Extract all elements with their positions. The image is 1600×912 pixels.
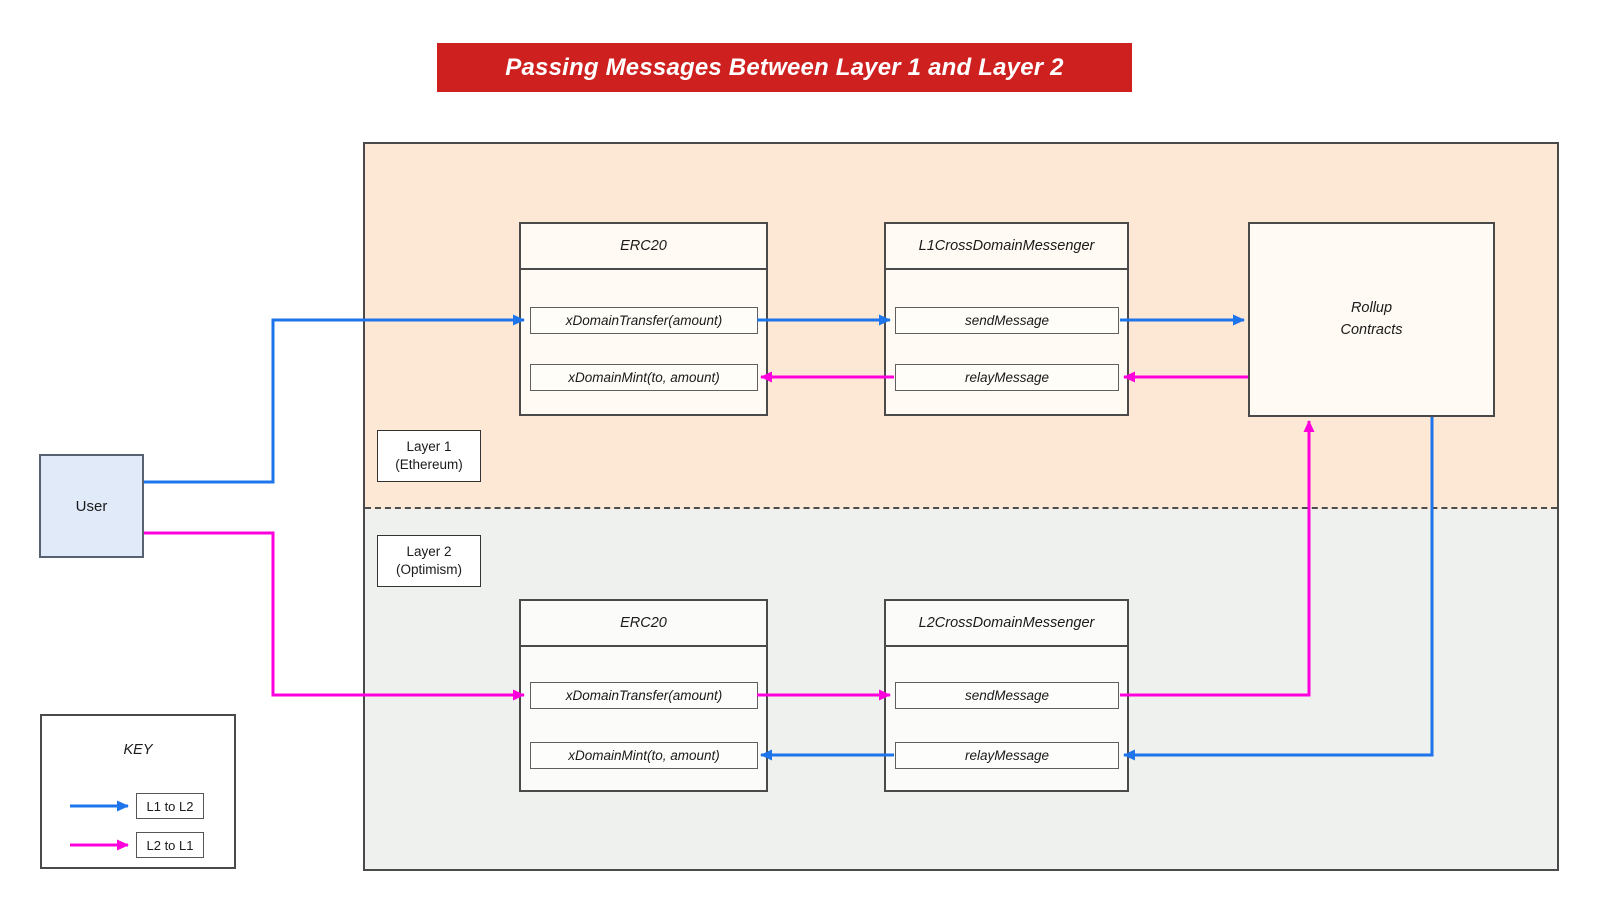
rollup-contracts-label: Rollup Contracts bbox=[1340, 298, 1402, 340]
diagram-title: Passing Messages Between Layer 1 and Lay… bbox=[505, 53, 1064, 81]
l2-erc20-box: ERC20 xDomainTransfer(amount) xDomainMin… bbox=[519, 599, 768, 792]
rollup-label-line1: Rollup bbox=[1350, 300, 1393, 317]
layer1-label-box: Layer 1 (Ethereum) bbox=[377, 430, 481, 482]
l1-sendmessage-method-box: sendMessage bbox=[895, 307, 1119, 334]
l2-relaymessage-method-box: relayMessage bbox=[895, 742, 1119, 769]
l1-erc20-title: ERC20 bbox=[521, 224, 766, 270]
title-banner: Passing Messages Between Layer 1 and Lay… bbox=[437, 43, 1132, 92]
user-box: User bbox=[39, 454, 144, 558]
l2-messenger-title: L2CrossDomainMessenger bbox=[886, 601, 1127, 647]
key-title: KEY bbox=[123, 742, 153, 758]
l2-erc20-title: ERC20 bbox=[521, 601, 766, 647]
l1-erc20-box: ERC20 xDomainTransfer(amount) xDomainMin… bbox=[519, 222, 768, 416]
layer1-label-line2: (Ethereum) bbox=[395, 457, 463, 472]
l1-messenger-title: L1CrossDomainMessenger bbox=[886, 224, 1127, 270]
l2-xdomainmint-method-box: xDomainMint(to, amount) bbox=[530, 742, 758, 769]
l2-xdomaintransfer-method-box: xDomainTransfer(amount) bbox=[530, 682, 758, 709]
user-label: User bbox=[75, 497, 108, 515]
l2-sendmessage-method-box: sendMessage bbox=[895, 682, 1119, 709]
layer-divider-dashed-line bbox=[365, 507, 1557, 509]
l1-relaymessage-method-box: relayMessage bbox=[895, 364, 1119, 391]
key-l2-to-l1-label-box: L2 to L1 bbox=[136, 832, 204, 858]
l1-crossdomainmessenger-box: L1CrossDomainMessenger sendMessage relay… bbox=[884, 222, 1129, 416]
l1-xdomaintransfer-method-box: xDomainTransfer(amount) bbox=[530, 307, 758, 334]
key-legend-box: KEY L1 to L2 L2 to L1 bbox=[40, 714, 236, 869]
l2-crossdomainmessenger-box: L2CrossDomainMessenger sendMessage relay… bbox=[884, 599, 1129, 792]
l1-xdomainmint-method-box: xDomainMint(to, amount) bbox=[530, 364, 758, 391]
key-l1-to-l2-label-box: L1 to L2 bbox=[136, 793, 204, 819]
layer1-label-line1: Layer 1 bbox=[406, 439, 452, 455]
rollup-label-line2: Contracts bbox=[1340, 321, 1403, 338]
rollup-contracts-box: Rollup Contracts bbox=[1248, 222, 1495, 417]
layer2-label-line1: Layer 2 bbox=[406, 544, 452, 560]
layer2-label-line2: (Optimism) bbox=[396, 562, 462, 577]
layer2-label-box: Layer 2 (Optimism) bbox=[377, 535, 481, 587]
